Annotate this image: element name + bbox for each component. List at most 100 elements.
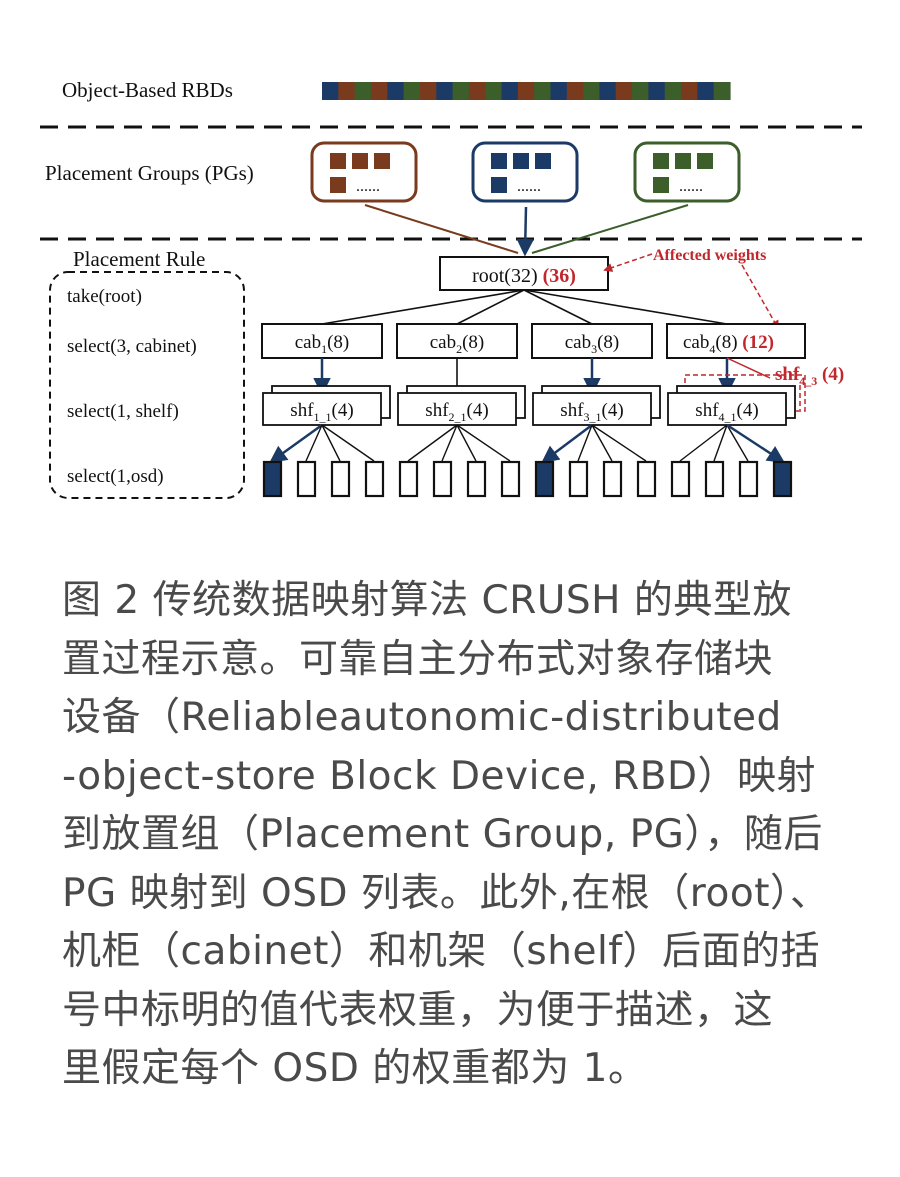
edge-root-cab [523, 289, 728, 325]
osd [398, 460, 419, 498]
rbd-segment [419, 82, 437, 100]
osd [466, 460, 487, 498]
caption-line: 设备（Reliableautonomic-distributed [62, 695, 782, 740]
pgs-label: Placement Groups (PGs) [45, 161, 254, 185]
rbd-segment [403, 82, 421, 100]
rbd-segment [599, 82, 617, 100]
rule-panel [49, 271, 245, 499]
osd [296, 460, 317, 498]
rbd-segment [436, 82, 454, 100]
edge-root-cab [321, 289, 525, 325]
svg-text:shf3_1(4): shf3_1(4) [560, 400, 623, 424]
rbd-segment [517, 82, 535, 100]
edge-shelf-osd [456, 424, 511, 462]
rbds-label: Object-Based RBDs [62, 78, 233, 102]
pg-dots: ...... [356, 178, 380, 195]
osd [704, 460, 725, 498]
svg-text:shf1_1(4): shf1_1(4) [290, 400, 353, 424]
rule-step: select(3, cabinet) [67, 336, 197, 357]
root-node [439, 256, 609, 291]
edge-shelf-osd [679, 424, 728, 462]
pg-boxes: .................. [310, 141, 741, 203]
affected-arrow-root [603, 253, 653, 272]
pg-box-navy: ...... [471, 141, 579, 203]
edge-shelf-osd [441, 424, 458, 462]
new-shelf-label: shf4_3 (4) [775, 364, 844, 388]
rbd-segment [387, 82, 405, 100]
rbd-segment [534, 82, 552, 100]
affected-weights-label: Affected weights [653, 247, 766, 264]
crush-placement-diagram: Object-Based RBDs Placement Groups (PGs)… [40, 78, 862, 499]
svg-text:cab2(8): cab2(8) [430, 332, 485, 356]
rbd-segment [452, 82, 470, 100]
osd [432, 460, 453, 498]
cabinet-node: cab1(8) [261, 323, 383, 359]
cabinet-node: cab3(8) [531, 323, 653, 359]
svg-text:shf2_1(4): shf2_1(4) [425, 400, 488, 424]
pg-arrow-green [531, 204, 689, 254]
caption-line: 号中标明的值代表权重，为便于描述，这 [62, 987, 774, 1033]
edge-shelf-osd [726, 424, 749, 462]
rbd-segment [632, 82, 649, 100]
rbd-segment [370, 82, 388, 100]
osd [568, 460, 589, 498]
edge-shelf-osd [269, 423, 323, 464]
rbd-segment [615, 82, 633, 100]
rbd-segment [566, 82, 584, 100]
edge-shelf-osd [541, 424, 593, 464]
pg-dots: ...... [679, 178, 703, 195]
shelf-node: shf1_1(4) [262, 385, 391, 426]
rule-title: Placement Rule [73, 247, 205, 271]
edge-root-cab [523, 289, 593, 325]
pg-dots: ...... [517, 178, 541, 195]
shelf-node: shf2_1(4) [397, 385, 526, 426]
osd [636, 460, 657, 498]
rbd-segment [681, 82, 698, 100]
rbd-segment [322, 82, 339, 100]
rbd-segment [501, 82, 519, 100]
rbd-color-strip [322, 82, 731, 100]
osd [602, 460, 623, 498]
rbd-segment [583, 82, 601, 100]
root-label: root(32) (36) [472, 265, 576, 287]
rbd-segment [697, 82, 715, 100]
shelf-node: shf3_1(4) [532, 385, 661, 426]
svg-text:cab3(8): cab3(8) [565, 332, 620, 356]
pg-box-brown: ...... [310, 141, 418, 203]
cabinet-node: cab4(8) (12) [666, 323, 806, 359]
pg-box-green: ...... [633, 141, 741, 203]
edge-shelf-osd [305, 424, 323, 462]
osd [364, 460, 385, 498]
edge-cab-new-shelf [726, 357, 771, 379]
rbd-segment [338, 82, 356, 100]
edge-root-cab [456, 289, 525, 325]
caption-line: -object-store Block Device, RBD）映射 [62, 753, 817, 799]
edge-shelf-osd [321, 424, 375, 462]
rule-step: select(1, shelf) [67, 401, 179, 422]
caption-line: 到放置组（Placement Group, PG），随后 [62, 812, 823, 857]
edge-shelf-osd [591, 424, 613, 462]
caption-line: PG 映射到 OSD 列表。此外,在根（root）、 [62, 870, 830, 916]
osd-selected [772, 460, 793, 498]
rbd-segment [664, 82, 682, 100]
osd [738, 460, 759, 498]
edge-shelf-osd [591, 424, 647, 462]
rule-step: select(1,osd) [67, 466, 164, 487]
edge-shelf-osd [577, 424, 593, 462]
osd [670, 460, 691, 498]
rbd-segment [648, 82, 666, 100]
figure-caption: 图 2 传统数据映射算法 CRUSH 的典型放 置过程示意。可靠自主分布式对象存… [62, 572, 862, 1099]
osd-edges [269, 423, 785, 464]
osd-selected [534, 460, 555, 498]
edge-shelf-osd [456, 424, 477, 462]
rbd-segment [550, 82, 568, 100]
caption-line: 里假定每个 OSD 的权重都为 1。 [62, 1046, 648, 1091]
pg-arrow-navy [516, 206, 535, 257]
shelf-node: shf4_1(4) [667, 385, 796, 426]
svg-text:shf4_1(4): shf4_1(4) [695, 400, 758, 424]
caption-line: 机柜（cabinet）和机架（shelf）后面的括 [62, 929, 821, 974]
cabinet-node: cab2(8) [396, 323, 518, 359]
edge-shelf-osd [726, 423, 785, 463]
rule-step: take(root) [67, 286, 142, 307]
caption-line: 图 2 传统数据映射算法 CRUSH 的典型放 [62, 578, 792, 623]
